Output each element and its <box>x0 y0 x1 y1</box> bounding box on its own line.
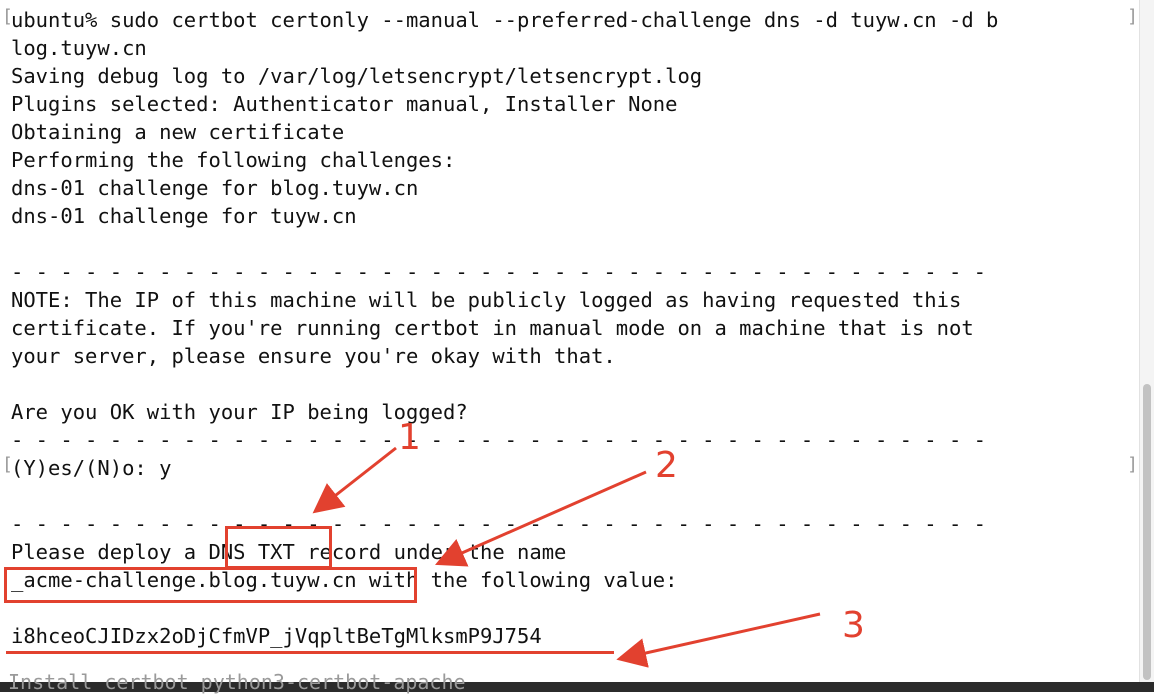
terminal-line: Are you OK with your IP being logged? <box>11 400 468 424</box>
separator-line: - - - - - - - - - - - - - - - - - - - - … <box>11 428 987 452</box>
terminal-line: Please deploy a DNS TXT record under the… <box>11 540 567 564</box>
line-marker-icon: [ <box>2 6 13 27</box>
terminal-line: ubuntu% sudo certbot certonly --manual -… <box>11 8 999 32</box>
terminal-line: Saving debug log to /var/log/letsencrypt… <box>11 64 703 88</box>
record-name-highlight-box <box>4 567 417 603</box>
line-marker-icon: [ <box>2 454 13 475</box>
terminal-line: _acme-challenge.blog.tuyw.cn with the fo… <box>11 568 678 592</box>
txt-value-line: i8hceoCJIDzx2oDjCfmVP_jVqpltBeTgMlksmP9J… <box>11 624 542 648</box>
line-marker-icon: ] <box>1127 454 1138 475</box>
separator-line: - - - - - - - - - - - - - - - - - - - - … <box>11 512 987 536</box>
bottom-overflow-strip: Install certbot python3-certbot-apache <box>0 670 1154 694</box>
terminal-line: Obtaining a new certificate <box>11 120 345 144</box>
terminal-line: NOTE: The IP of this machine will be pub… <box>11 288 962 312</box>
line-marker-icon: ] <box>1127 6 1138 27</box>
terminal-line: log.tuyw.cn <box>11 36 147 60</box>
terminal-line: certificate. If you're running certbot i… <box>11 316 974 340</box>
separator-line: - - - - - - - - - - - - - - - - - - - - … <box>11 260 987 284</box>
arrow-3 <box>616 612 821 668</box>
terminal-line: dns-01 challenge for tuyw.cn <box>11 204 357 228</box>
prompt-answer-line: (Y)es/(N)o: y <box>11 456 172 480</box>
arrow-1 <box>312 446 397 514</box>
terminal-line: your server, please ensure you're okay w… <box>11 344 616 368</box>
terminal-line: Plugins selected: Authenticator manual, … <box>11 92 678 116</box>
txt-value-underline <box>6 651 614 654</box>
terminal-line: dns-01 challenge for blog.tuyw.cn <box>11 176 419 200</box>
bottom-partial-text: Install certbot python3-certbot-apache <box>8 670 466 694</box>
vertical-scrollbar[interactable] <box>1139 0 1154 682</box>
annotation-label-1: 1 <box>398 417 421 458</box>
annotation-label-3: 3 <box>842 605 865 646</box>
scrollbar-thumb[interactable] <box>1143 384 1151 680</box>
terminal-line: Performing the following challenges: <box>11 148 456 172</box>
annotation-label-2: 2 <box>655 445 678 486</box>
arrow-2 <box>435 470 647 567</box>
